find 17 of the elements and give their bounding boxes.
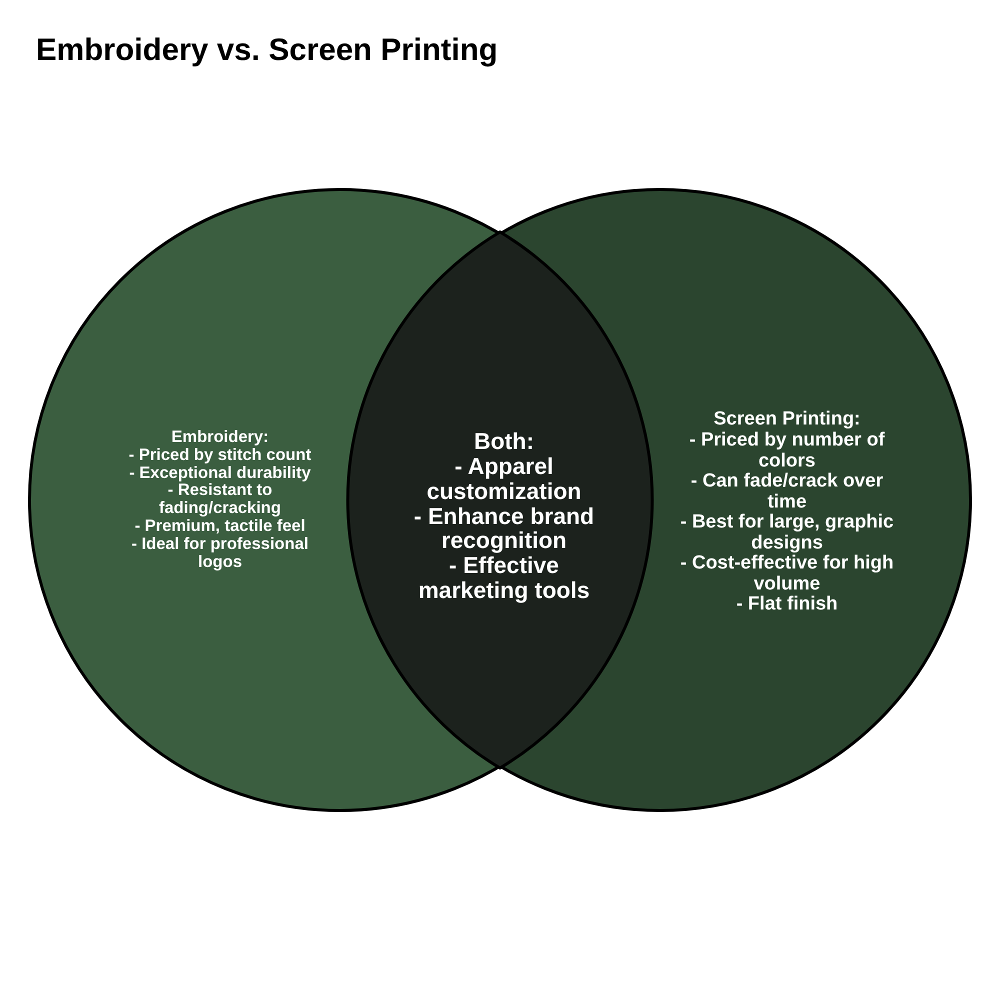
bullet-item: - Priced by number of colors: [688, 430, 886, 472]
diagram-title: Embroidery vs. Screen Printing: [36, 32, 498, 68]
bullet-item: - Enhance brand recognition: [412, 504, 596, 554]
bullet-item: - Priced by stitch count: [128, 446, 312, 464]
section-heading: Both:: [472, 429, 536, 454]
bullet-item: - Cost-effective for high volume: [679, 554, 895, 595]
bullet-item: - Resistant to fading/cracking: [159, 482, 281, 518]
bullet-item: - Effective marketing tools: [417, 553, 591, 603]
bullet-item: - Exceptional durability: [128, 464, 312, 482]
section-heading: Embroidery:: [170, 428, 270, 447]
section-heading: Screen Printing:: [712, 410, 862, 430]
bullet-item: - Flat finish: [735, 594, 839, 616]
bullet-item: - Ideal for professional logos: [130, 536, 310, 572]
bullet-item: - Can fade/crack over time: [690, 471, 884, 512]
bullet-item: - Best for large, graphic designs: [679, 512, 895, 554]
bullet-item: - Apparel customization: [426, 454, 582, 504]
bullet-item: - Premium, tactile feel: [134, 518, 306, 536]
